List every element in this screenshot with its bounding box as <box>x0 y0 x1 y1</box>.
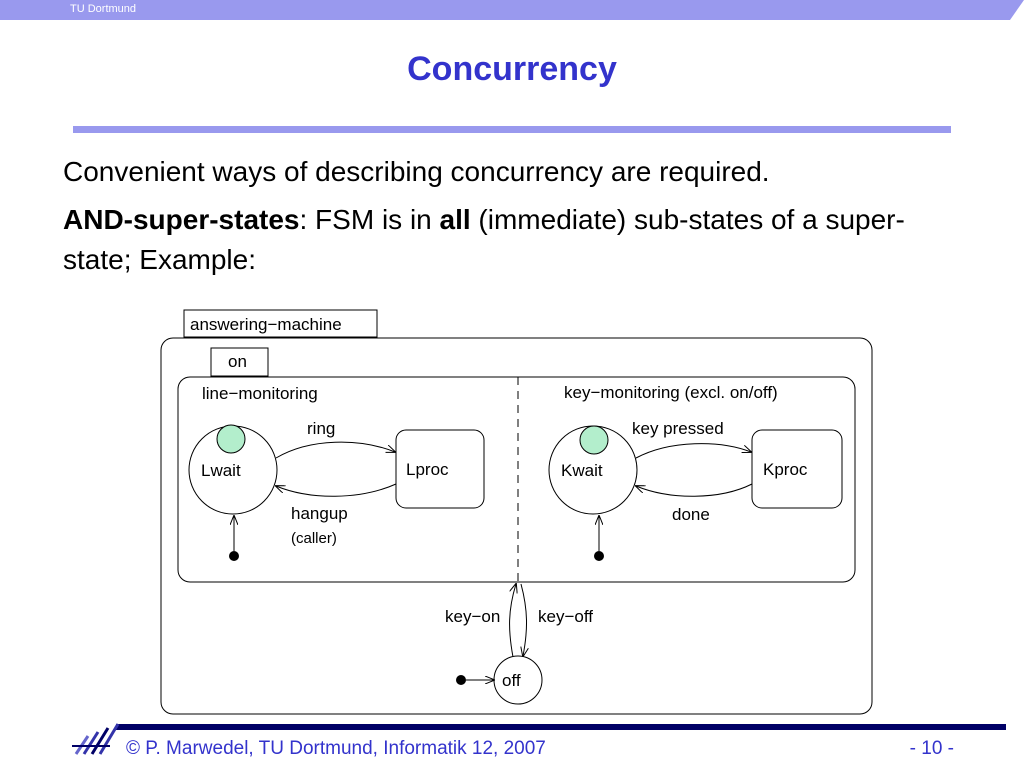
key-on-label: key−on <box>445 607 500 626</box>
done-label: done <box>672 505 710 524</box>
answering-machine-label-box <box>183 309 378 338</box>
ring-transition <box>275 441 395 459</box>
on-label: on <box>228 352 247 371</box>
key-pressed-transition <box>635 443 751 459</box>
off-initial-dot <box>456 675 466 685</box>
body-line-2-text1: : FSM is in <box>299 204 440 235</box>
lwait-label: Lwait <box>201 461 241 480</box>
on-label-box <box>210 347 269 377</box>
statechart-diagram: answering−machine on line−monitoring key… <box>160 309 873 715</box>
lproc-state <box>395 429 485 509</box>
lproc-label: Lproc <box>406 460 449 479</box>
line-monitoring-label: line−monitoring <box>202 384 318 403</box>
and-super-states-term: AND-super-states <box>63 204 300 235</box>
kwait-label: Kwait <box>561 461 603 480</box>
slide-title: Concurrency <box>407 50 617 88</box>
caller-label: (caller) <box>291 530 337 547</box>
body-line-1: Convenient ways of describing concurrenc… <box>63 156 770 187</box>
footer: © P. Marwedel, TU Dortmund, Informatik 1… <box>0 720 1024 768</box>
lwait-history-marker <box>216 424 246 454</box>
on-super-state <box>177 376 856 583</box>
body-line-2: AND-super-states: FSM is in all (immedia… <box>63 200 973 280</box>
body-line-2-text2: (immediate) sub-states of a super-state;… <box>63 204 905 275</box>
ring-label: ring <box>307 419 335 438</box>
key-off-transition <box>521 583 527 656</box>
kwait-initial-dot <box>594 551 604 561</box>
answering-machine-label: answering−machine <box>190 315 342 334</box>
header-bar: TU Dortmund <box>0 0 1024 20</box>
title-underline <box>73 126 951 133</box>
key-on-transition <box>509 584 516 658</box>
hangup-transition <box>276 483 397 497</box>
footer-copyright: © P. Marwedel, TU Dortmund, Informatik 1… <box>126 738 546 759</box>
header-org: TU Dortmund <box>70 3 137 15</box>
kwait-history-marker <box>579 425 609 455</box>
key-monitoring-label: key−monitoring (excl. on/off) <box>564 383 778 402</box>
done-transition <box>636 483 753 497</box>
lwait-initial-dot <box>229 551 239 561</box>
all-term: all <box>439 204 471 235</box>
footer-graphics <box>72 723 1006 755</box>
off-label: off <box>502 671 521 690</box>
tu-logo-icon <box>72 723 120 755</box>
kproc-state <box>751 429 843 509</box>
key-off-label: key−off <box>538 607 593 626</box>
footer-page-number: - 10 - <box>909 738 954 759</box>
hangup-label: hangup <box>291 504 348 523</box>
key-pressed-label: key pressed <box>632 419 724 438</box>
answering-machine-frame <box>160 337 873 715</box>
kproc-label: Kproc <box>763 460 808 479</box>
header-bar-shape <box>0 0 1024 20</box>
